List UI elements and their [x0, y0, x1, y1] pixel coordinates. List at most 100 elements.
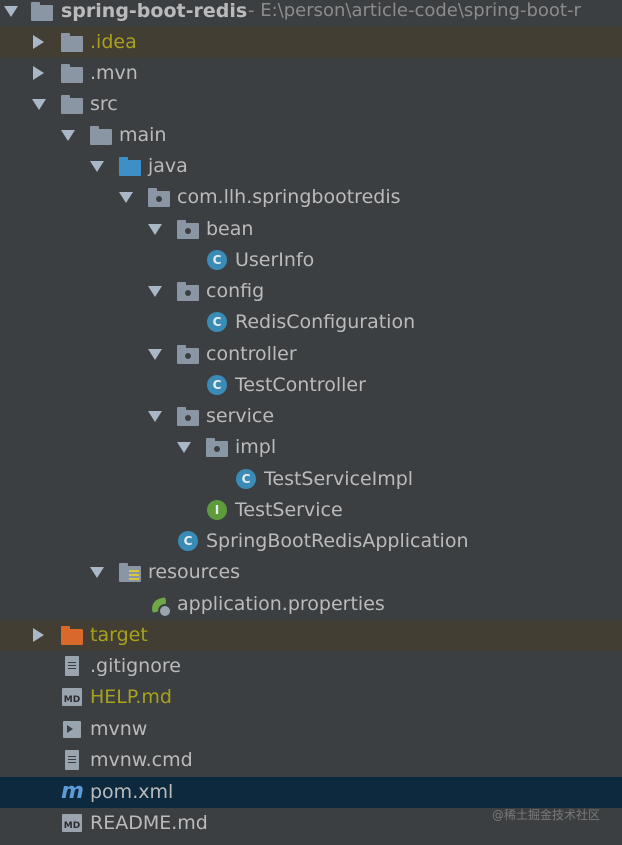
chevron-down-icon[interactable] [32, 99, 46, 110]
markdown-icon-letter: MD [63, 695, 81, 705]
package-icon [148, 186, 170, 208]
tree-item-label: TestService [235, 499, 343, 521]
tree-row-target[interactable]: target [0, 620, 622, 651]
tree-row-bean[interactable]: bean [0, 214, 622, 245]
tree-row-testservice[interactable]: I TestService [0, 495, 622, 526]
tree-row-project-root[interactable]: spring-boot-redis - E:\person\article-co… [0, 0, 622, 27]
tree-row-mvnw-cmd[interactable]: mvnw.cmd [0, 745, 622, 776]
tree-item-label: com.llh.springbootredis [177, 186, 401, 208]
class-icon: C [206, 311, 228, 333]
tree-row-mvn[interactable]: .mvn [0, 58, 622, 89]
tree-row-testcontroller[interactable]: C TestController [0, 370, 622, 401]
class-icon-letter: C [207, 375, 227, 395]
tree-item-label: TestController [235, 374, 366, 396]
excluded-folder-icon [61, 624, 83, 646]
tree-item-label: java [148, 155, 188, 177]
chevron-right-icon[interactable] [33, 35, 44, 49]
class-icon-letter: C [178, 531, 198, 551]
tree-item-label: src [90, 93, 118, 115]
tree-row-package[interactable]: com.llh.springbootredis [0, 182, 622, 213]
maven-icon: m [61, 779, 84, 804]
interface-icon: I [206, 499, 228, 521]
chevron-down-icon[interactable] [119, 192, 133, 203]
tree-item-label: mvnw [90, 718, 148, 740]
source-folder-icon [119, 155, 141, 177]
tree-row-readme-md[interactable]: MD README.md [0, 808, 622, 839]
chevron-down-icon[interactable] [4, 6, 18, 17]
text-file-icon [61, 749, 83, 771]
class-icon-letter: C [207, 250, 227, 270]
chevron-down-icon[interactable] [177, 442, 191, 453]
tree-row-idea[interactable]: .idea [0, 27, 622, 58]
chevron-down-icon[interactable] [148, 411, 162, 422]
tree-row-impl[interactable]: impl [0, 432, 622, 463]
tree-row-application-properties[interactable]: application.properties [0, 589, 622, 620]
folder-icon [61, 31, 83, 53]
watermark: @稀土掘金技术社区 [491, 808, 600, 822]
chevron-down-icon[interactable] [148, 349, 162, 360]
shell-script-icon [61, 718, 83, 740]
tree-row-resources[interactable]: resources [0, 557, 622, 588]
class-icon-letter: C [236, 469, 256, 489]
chevron-down-icon[interactable] [90, 567, 104, 578]
package-icon [177, 343, 199, 365]
tree-item-label: config [206, 280, 265, 302]
tree-row-testserviceimpl[interactable]: C TestServiceImpl [0, 464, 622, 495]
tree-row-userinfo[interactable]: C UserInfo [0, 245, 622, 276]
tree-item-label: pom.xml [90, 781, 174, 803]
tree-item-label: .mvn [90, 62, 138, 84]
tree-item-label: service [206, 405, 275, 427]
resources-folder-icon [119, 561, 141, 583]
markdown-file-icon: MD [61, 686, 83, 708]
tree-row-gitignore[interactable]: .gitignore [0, 651, 622, 682]
tree-row-pom-xml[interactable]: m pom.xml [0, 777, 622, 808]
tree-item-label: RedisConfiguration [235, 311, 416, 333]
spring-boot-class-icon: C [177, 530, 199, 552]
tree-row-controller[interactable]: controller [0, 339, 622, 370]
class-icon: C [235, 468, 257, 490]
chevron-right-icon[interactable] [33, 628, 44, 642]
tree-row-main[interactable]: main [0, 120, 622, 151]
tree-item-label: controller [206, 343, 297, 365]
class-icon: C [206, 249, 228, 271]
tree-row-redisconfiguration[interactable]: C RedisConfiguration [0, 307, 622, 338]
gitignore-file-icon [61, 655, 83, 677]
chevron-down-icon[interactable] [148, 224, 162, 235]
chevron-down-icon[interactable] [90, 161, 104, 172]
project-path: - E:\person\article-code\spring-boot-r [248, 0, 581, 21]
interface-icon-letter: I [207, 500, 227, 520]
markdown-file-icon: MD [61, 812, 83, 834]
folder-icon [61, 93, 83, 115]
chevron-down-icon[interactable] [148, 286, 162, 297]
tree-row-help-md[interactable]: MD HELP.md [0, 682, 622, 713]
chevron-down-icon[interactable] [61, 130, 75, 141]
folder-icon [90, 124, 112, 146]
project-folder-icon [31, 0, 53, 22]
tree-item-label: application.properties [177, 593, 385, 615]
tree-row-service[interactable]: service [0, 401, 622, 432]
tree-item-label: main [119, 124, 167, 146]
tree-row-config[interactable]: config [0, 276, 622, 307]
tree-item-label: SpringBootRedisApplication [206, 530, 469, 552]
tree-item-label: impl [235, 436, 277, 458]
package-icon [177, 405, 199, 427]
tree-item-label: HELP.md [90, 686, 172, 708]
package-icon [177, 280, 199, 302]
tree-item-label: bean [206, 218, 254, 240]
tree-item-label: target [90, 624, 148, 646]
tree-item-label: UserInfo [235, 249, 315, 271]
spring-properties-icon [148, 593, 172, 618]
tree-item-label: resources [148, 561, 241, 583]
chevron-right-icon[interactable] [33, 66, 44, 80]
tree-item-label: .idea [90, 31, 137, 53]
tree-row-mvnw[interactable]: mvnw [0, 714, 622, 745]
markdown-icon-letter: MD [63, 821, 81, 831]
tree-row-java[interactable]: java [0, 151, 622, 182]
tree-row-springbootredisapplication[interactable]: C SpringBootRedisApplication [0, 526, 622, 557]
tree-item-label: TestServiceImpl [264, 468, 414, 490]
tree-item-label: mvnw.cmd [90, 749, 193, 771]
tree-item-label: README.md [90, 812, 208, 834]
tree-row-src[interactable]: src [0, 89, 622, 120]
package-icon [177, 218, 199, 240]
